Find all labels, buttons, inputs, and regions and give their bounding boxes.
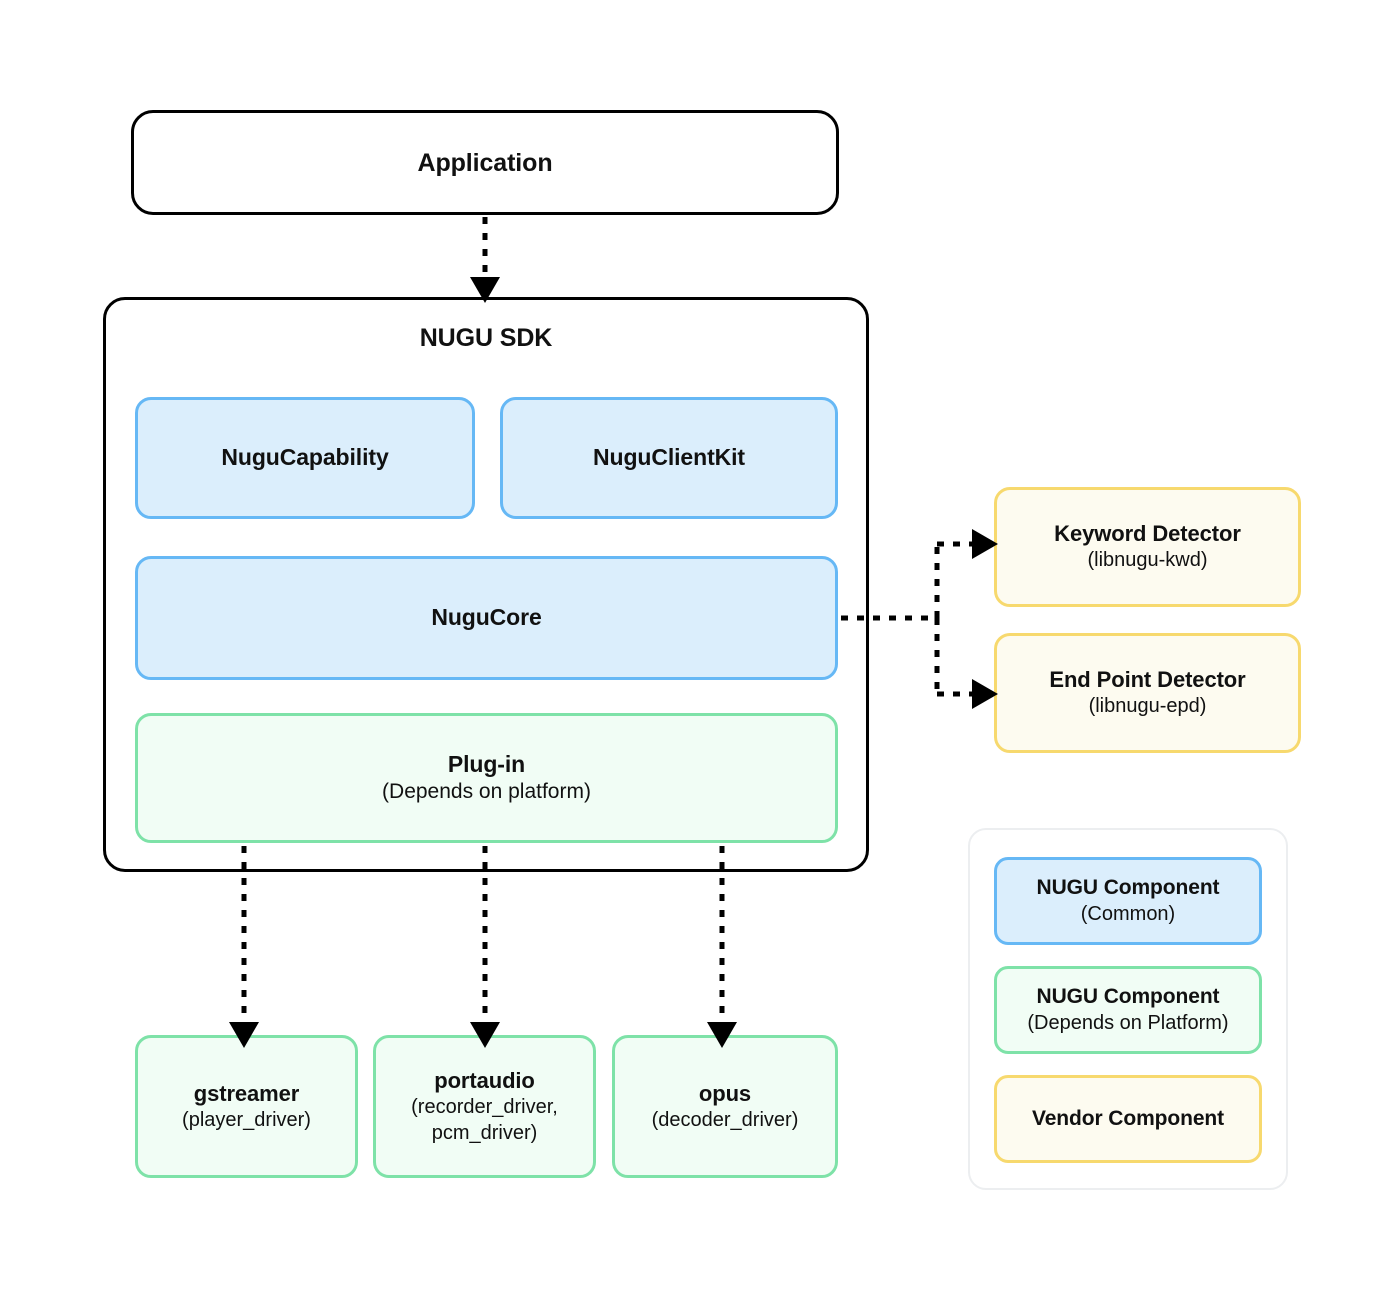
gstreamer-subtitle: (player_driver): [182, 1108, 311, 1131]
nugu-capability-box[interactable]: NuguCapability: [135, 397, 475, 519]
opus-title: opus: [698, 1080, 752, 1106]
legend-item-nugu-platform-subtitle: (Depends on Platform): [1027, 1011, 1229, 1034]
end-point-detector-title: End Point Detector: [1049, 667, 1246, 693]
nugu-core-title: NuguCore: [431, 604, 542, 631]
gstreamer-box[interactable]: gstreamer (player_driver): [135, 1035, 358, 1178]
keyword-detector-title: Keyword Detector: [1054, 521, 1241, 547]
legend-item-vendor-title: Vendor Component: [1031, 1106, 1225, 1130]
plugin-title: Plug-in: [447, 750, 526, 777]
application-title: Application: [417, 148, 553, 177]
nugu-sdk-title-wrap: NUGU SDK: [103, 312, 869, 364]
keyword-detector-subtitle: (libnugu-kwd): [1087, 549, 1208, 572]
legend-item-nugu-common: NUGU Component (Common): [994, 857, 1262, 945]
portaudio-box[interactable]: portaudio (recorder_driver, pcm_driver): [373, 1035, 596, 1178]
end-point-detector-subtitle: (libnugu-epd): [1088, 695, 1207, 718]
gstreamer-title: gstreamer: [193, 1080, 300, 1106]
legend-item-vendor: Vendor Component: [994, 1075, 1262, 1163]
opus-box[interactable]: opus (decoder_driver): [612, 1035, 838, 1178]
legend-item-nugu-common-title: NUGU Component: [1036, 875, 1220, 899]
legend-item-nugu-platform-title: NUGU Component: [1036, 984, 1220, 1008]
nugu-core-box[interactable]: NuguCore: [135, 556, 838, 680]
legend-item-nugu-common-subtitle: (Common): [1080, 902, 1176, 925]
plugin-subtitle: (Depends on platform): [382, 780, 591, 804]
portaudio-subtitle: (recorder_driver, pcm_driver): [411, 1095, 558, 1144]
nugu-sdk-title: NUGU SDK: [419, 324, 553, 352]
nugu-clientkit-box[interactable]: NuguClientKit: [500, 397, 838, 519]
nugu-clientkit-title: NuguClientKit: [592, 444, 745, 471]
end-point-detector-box[interactable]: End Point Detector (libnugu-epd): [994, 633, 1301, 753]
opus-subtitle: (decoder_driver): [651, 1108, 799, 1131]
portaudio-title: portaudio: [434, 1067, 535, 1093]
legend-item-nugu-platform: NUGU Component (Depends on Platform): [994, 966, 1262, 1054]
application-box[interactable]: Application: [131, 110, 839, 215]
plugin-box[interactable]: Plug-in (Depends on platform): [135, 713, 838, 843]
keyword-detector-box[interactable]: Keyword Detector (libnugu-kwd): [994, 487, 1301, 607]
nugu-capability-title: NuguCapability: [221, 444, 389, 471]
